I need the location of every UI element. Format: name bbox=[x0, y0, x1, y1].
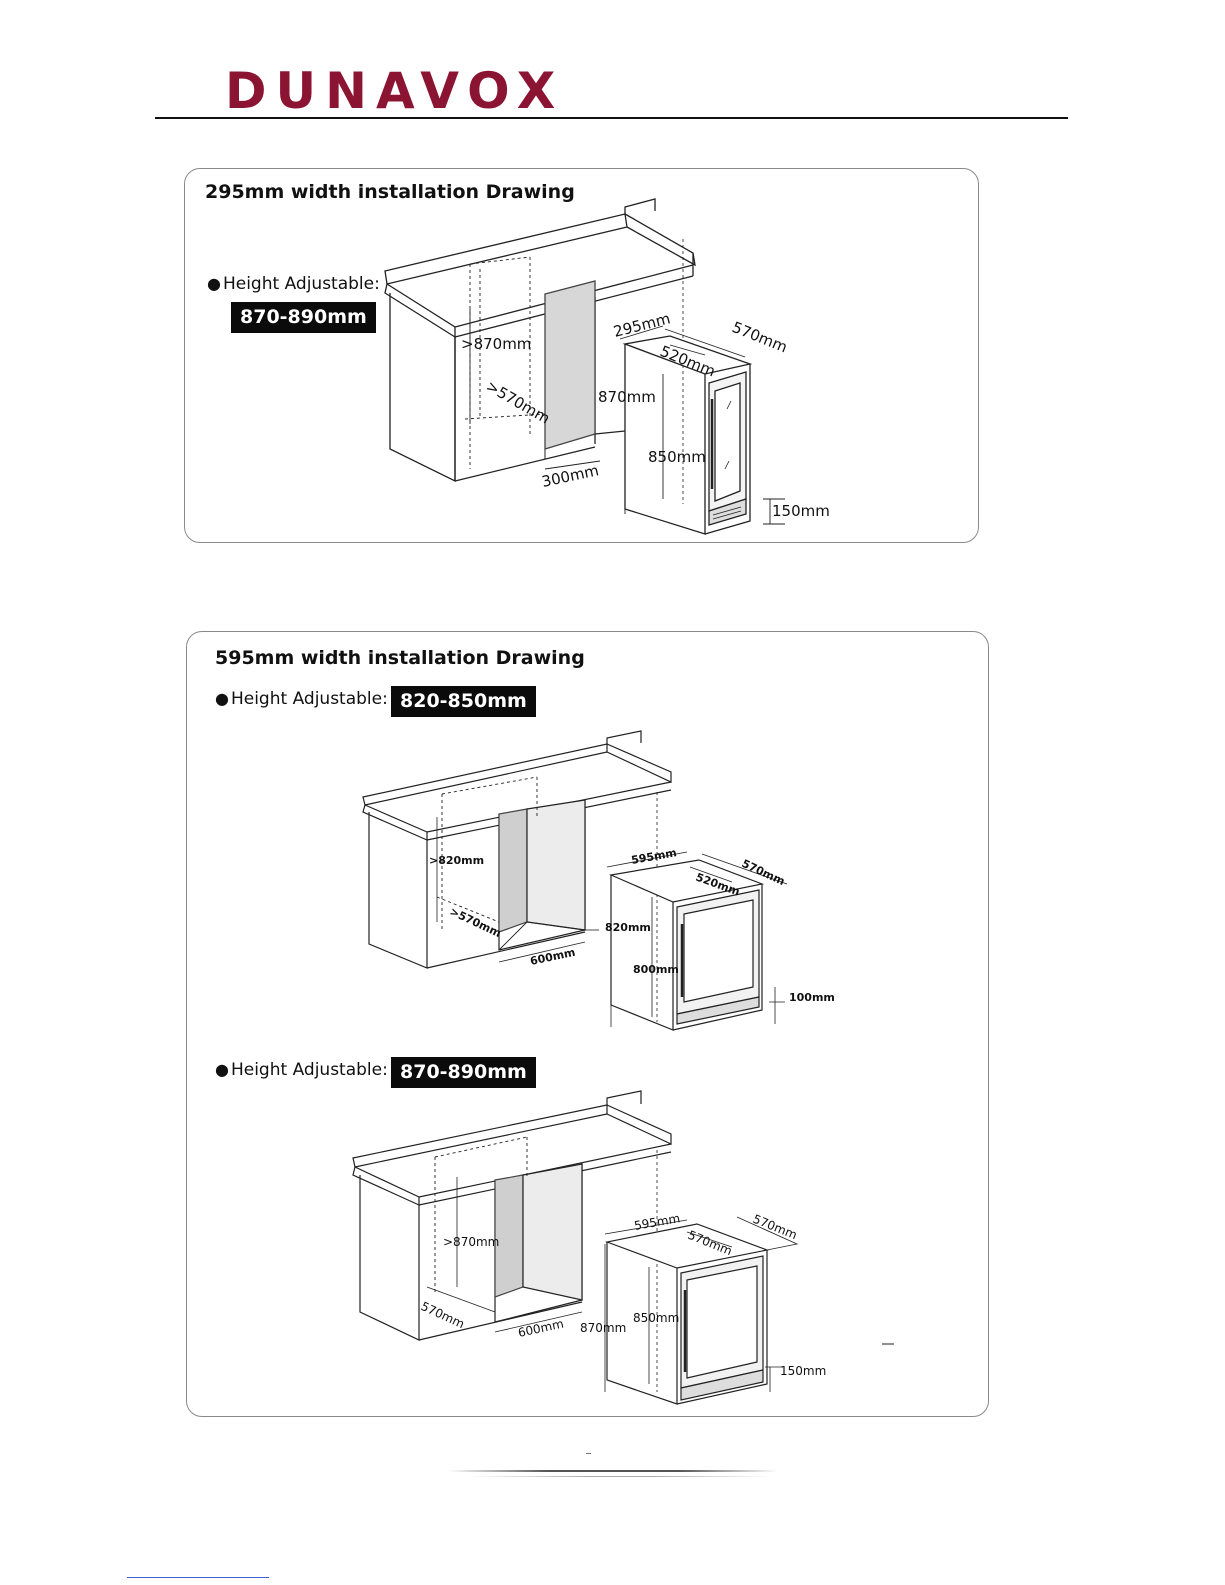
cabinet-depth-dim: >570mm bbox=[483, 377, 553, 428]
installation-drawing-595-a: >820mm >570mm 600mm 595mm 570mm 520mm 82… bbox=[362, 730, 835, 1031]
footer-divider bbox=[448, 1470, 778, 1472]
bullet-icon: ● bbox=[207, 274, 221, 293]
cabinet-width-dim-2: 600mm bbox=[517, 1317, 565, 1340]
panel-595mm: 595mm width installation Drawing ●Height… bbox=[186, 631, 989, 1417]
height-adjustable-label-1: ●Height Adjustable: bbox=[215, 689, 388, 709]
footer-divider-secondary bbox=[470, 1476, 770, 1477]
cabinet-depth-dim-2: 570mm bbox=[419, 1299, 467, 1331]
appliance-width-dim: 295mm bbox=[612, 309, 672, 340]
bottom-underline bbox=[127, 1577, 269, 1578]
bullet-icon: ● bbox=[215, 689, 229, 708]
bullet-icon: ● bbox=[215, 1060, 229, 1079]
brand-logo: DUNAVOX bbox=[225, 62, 565, 120]
height-range-badge-1: 820-850mm bbox=[391, 686, 536, 717]
panel-title: 295mm width installation Drawing bbox=[205, 181, 575, 203]
cabinet-height-dim: >870mm bbox=[461, 335, 531, 353]
appliance-depth-outer-dim: 570mm bbox=[730, 318, 790, 356]
panel-title: 595mm width installation Drawing bbox=[215, 647, 585, 669]
installation-drawing-295: >870mm >570mm 300mm 295mm 570mm 520mm 87… bbox=[384, 198, 830, 535]
height-range-badge: 870-890mm bbox=[231, 302, 376, 333]
appliance-height-body-dim-1: 800mm bbox=[633, 963, 679, 976]
installation-drawing-595-b: >870mm 570mm 600mm 595mm 570mm 570mm 870… bbox=[352, 1090, 894, 1405]
door-clearance-dim: 150mm bbox=[772, 502, 830, 520]
cabinet-height-dim-1: >820mm bbox=[429, 854, 484, 867]
cabinet-height-dim-2: >870mm bbox=[443, 1235, 499, 1249]
appliance-height-total-dim-1: 820mm bbox=[605, 921, 651, 934]
header-divider bbox=[155, 117, 1068, 119]
appliance-height-body-dim-2: 850mm bbox=[633, 1311, 679, 1325]
door-clearance-dim-2: 150mm bbox=[780, 1364, 826, 1378]
height-adjustable-label-2: ●Height Adjustable: bbox=[215, 1060, 388, 1080]
appliance-height-body-dim: 850mm bbox=[648, 448, 706, 466]
appliance-height-total-dim: 870mm bbox=[598, 388, 656, 406]
height-adjustable-label: ●Height Adjustable: bbox=[207, 274, 380, 294]
door-clearance-dim-1: 100mm bbox=[789, 991, 835, 1004]
height-range-badge-2: 870-890mm bbox=[391, 1057, 536, 1088]
appliance-depth-outer-dim-2: 570mm bbox=[751, 1212, 799, 1242]
panel-295mm: 295mm width installation Drawing ●Height… bbox=[184, 168, 979, 543]
footer-mark bbox=[586, 1453, 591, 1454]
appliance-height-total-dim-2: 870mm bbox=[580, 1321, 626, 1335]
